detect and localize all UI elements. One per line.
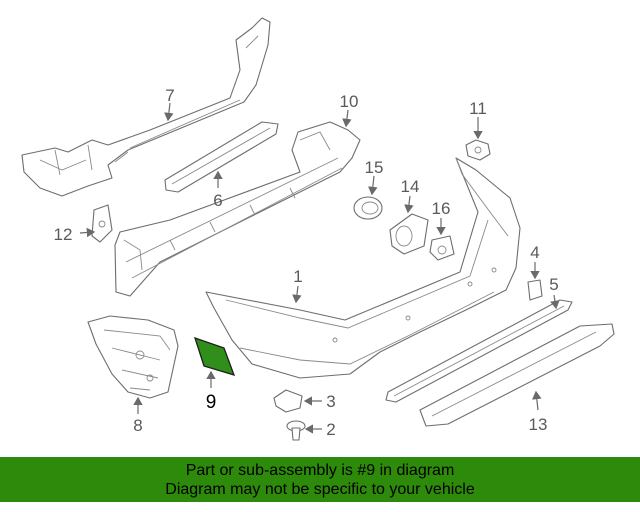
part-13-lower-trim — [419, 323, 615, 427]
callout-6: 6 — [213, 191, 222, 210]
callout-2: 2 — [326, 420, 335, 439]
callout-5: 5 — [549, 275, 558, 294]
callout-8: 8 — [133, 416, 142, 435]
callout-1: 1 — [293, 267, 302, 286]
part-5-trim-strip — [385, 299, 573, 403]
callout-9: 9 — [206, 392, 217, 413]
part-1-bumper-cover — [205, 157, 521, 379]
callout-15: 15 — [365, 158, 384, 177]
part-3-clip — [273, 389, 303, 413]
callout-4: 4 — [530, 243, 539, 262]
part-16-sensor-holder — [429, 235, 455, 261]
banner-line-disclaimer: Diagram may not be specific to your vehi… — [165, 481, 475, 498]
leader-lines — [79, 102, 560, 434]
part-12-bracket — [91, 204, 113, 243]
callout-16: 16 — [432, 199, 451, 218]
part-2-fastener — [286, 420, 306, 441]
info-banner: Part or sub-assembly is #9 in diagram Di… — [0, 457, 640, 502]
part-7-bracket — [21, 17, 271, 197]
part-15-grommet — [353, 196, 383, 220]
part-14-sensor — [389, 213, 429, 255]
callout-3: 3 — [326, 392, 335, 411]
part-11-nut — [465, 139, 491, 161]
part-6-strip — [164, 121, 279, 193]
part-9-highlighted-plate — [193, 336, 236, 376]
part-8-side-bracket — [87, 315, 179, 399]
callout-12: 12 — [54, 225, 73, 244]
callout-13: 13 — [529, 415, 548, 434]
callout-11: 11 — [469, 99, 487, 118]
banner-line-part: Part or sub-assembly is #9 in diagram — [185, 462, 455, 479]
callout-14: 14 — [401, 177, 420, 196]
callout-labels: 7 6 10 12 15 14 16 11 1 4 5 13 8 9 3 2 — [54, 86, 559, 439]
part-10-reinforcement-beam — [114, 121, 361, 297]
parts-diagram: 7 6 10 12 15 14 16 11 1 4 5 13 8 9 3 2 — [21, 17, 615, 441]
part-4-clip — [527, 279, 543, 301]
callout-10: 10 — [340, 92, 359, 111]
callout-7: 7 — [165, 86, 174, 105]
